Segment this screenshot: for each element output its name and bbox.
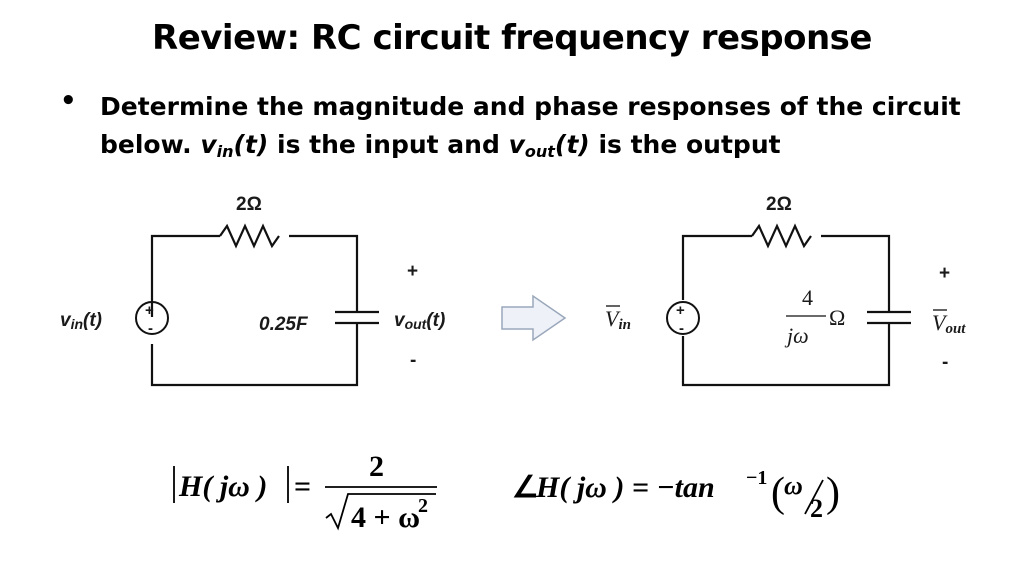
right-resistor-label: 2Ω [766,194,792,215]
left-output-plus: + [407,261,418,282]
magnitude-numerator: 2 [369,450,384,483]
sqrt-icon [325,493,436,531]
magnitude-exponent: 2 [418,495,428,517]
magnitude-denominator: 4 + ω [351,501,420,534]
phase-lhs: H( jω ) = −tan [535,471,715,504]
left-output-minus: - [410,350,416,371]
right-circuit [666,223,911,387]
left-source-label: vin(t) [60,310,102,332]
phase-exponent: −1 [746,467,767,489]
right-impedance-denominator: jω [784,323,809,348]
right-source-plus: + [676,302,685,319]
right-output-minus: - [942,352,948,373]
bullet-dot: • [60,86,77,116]
bullet-text-a: Determine the magnitude and phase respon… [100,92,961,159]
left-output-label: vout(t) [394,310,445,332]
right-source-icon [666,301,700,335]
phase-open-paren: ( [771,470,785,516]
left-source-minus: - [148,320,153,337]
phase-frac-num: ω [784,471,803,500]
phase-angle-icon: ∠ [512,471,539,504]
phase-close-paren: ) [826,470,840,516]
right-capacitor-icon [867,310,911,325]
bullet-text-c: is the output [598,130,781,159]
right-wire-top-right [821,234,891,312]
vin-symbol: vin(t) [200,130,269,161]
bullet-text: Determine the magnitude and phase respon… [100,88,980,171]
right-wire-right-bottom [681,323,891,387]
left-capacitor-icon [335,310,379,325]
right-resistor-icon [751,223,812,249]
left-wire-top-left [150,234,220,317]
left-wire-top-right [289,234,359,312]
magnitude-lhs: H( jω ) [178,470,267,503]
left-source-plus: + [145,302,154,319]
phase-equation: ∠ H( jω ) = −tan −1 ( ω 2 ) [512,467,840,523]
left-circuit [135,223,379,387]
right-impedance-unit: Ω [829,305,845,330]
right-output-label: Vout [932,310,966,337]
phase-frac-den: 2 [810,494,823,523]
right-impedance-numerator: 4 [802,285,813,310]
left-resistor-icon [219,223,280,249]
bullet-text-b: is the input and [277,130,500,159]
left-wire-right-bottom [150,323,359,387]
right-wire-top-left [681,234,752,300]
phase-slash [804,479,824,515]
left-source-icon [135,301,169,335]
right-source-label: Vin [605,306,631,333]
magnitude-equation: H( jω ) = 2 4 + ω 2 [173,450,437,534]
transform-arrow-icon [501,294,567,342]
right-source-minus: - [679,320,684,337]
left-resistor-label: 2Ω [236,194,262,215]
left-capacitor-label: 0.25F [259,314,309,335]
magnitude-equals: = [294,470,311,503]
right-output-plus: + [939,263,950,284]
slide-title: Review: RC circuit frequency response [152,18,872,58]
vout-symbol: vout(t) [508,130,590,161]
